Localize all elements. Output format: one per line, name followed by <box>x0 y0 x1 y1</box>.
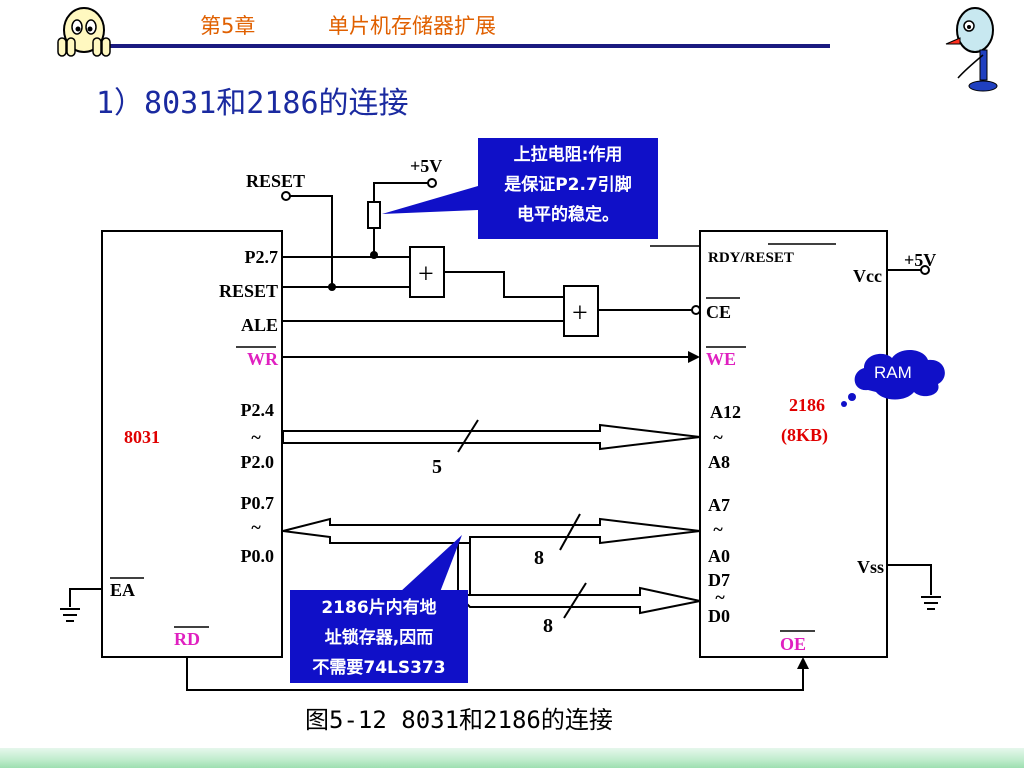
rd-oe-wire <box>186 657 804 691</box>
pin-p27: P2.7 <box>245 247 279 267</box>
rd-oe-arrowhead <box>797 657 809 669</box>
or-gate-1 <box>409 246 445 298</box>
pin-ale: ALE <box>241 315 278 335</box>
reset-top-label: RESET <box>246 171 305 191</box>
vss-wire <box>887 564 932 595</box>
pin-a8: A8 <box>708 452 730 472</box>
pullup-callout: 上拉电阻:作用 是保证P2.7引脚 电平的稳定。 <box>382 138 658 239</box>
junction-dot <box>328 283 336 291</box>
ground-symbol-icon <box>60 608 80 622</box>
callout-top-line3: 电平的稳定。 <box>517 204 619 225</box>
bottom-gradient-band <box>0 748 1024 768</box>
gate2-symbol: + <box>572 298 588 329</box>
address-bus-high-arrow <box>282 423 701 451</box>
pin-a0: A0 <box>708 546 730 566</box>
callout-bottom-line3: 不需要74LS373 <box>312 658 445 678</box>
callout-bottom-line1: 2186片内有地 <box>321 597 436 618</box>
chip-2186-size: (8KB) <box>781 425 828 446</box>
pin-vcc: Vcc <box>853 266 882 286</box>
data-bus-arrow <box>455 586 701 615</box>
vcc-top-wire <box>373 182 428 202</box>
ram-cloud: RAM <box>841 349 945 407</box>
pin-ea: EA <box>110 580 135 600</box>
chip-2186-body <box>699 230 888 658</box>
ram-label: RAM <box>874 363 912 382</box>
ea-wire <box>69 588 102 607</box>
pin-p24: P2.4 <box>241 400 275 420</box>
pin-a12: A12 <box>710 402 741 422</box>
bus-slash <box>559 513 581 551</box>
pin-reset: RESET <box>219 281 278 301</box>
callout-bottom-line2: 址锁存器,因而 <box>325 627 433 648</box>
vcc-right-terminal <box>920 265 930 275</box>
gate1-output-wire <box>444 271 564 298</box>
pin-rd: RD <box>174 629 200 649</box>
ground-symbol-icon <box>921 596 941 610</box>
pin-p07: P0.7 <box>241 493 275 513</box>
pin-we: WE <box>706 349 736 369</box>
chapter-label: 第5章 <box>200 14 256 38</box>
vcc-top-terminal <box>427 178 437 188</box>
pin-oe: OE <box>780 634 806 654</box>
figure-caption: 图5-12 8031和2186的连接 <box>305 706 613 734</box>
reset-terminal <box>281 191 291 201</box>
address-bus-low-arrow <box>282 517 701 545</box>
pin-tilde: ~ <box>251 427 261 447</box>
bus-width-addr-low: 8 <box>534 547 544 569</box>
pin-p00: P0.0 <box>241 546 275 566</box>
pin-ce: CE <box>706 302 731 322</box>
header-rule <box>60 44 830 48</box>
bus-slash <box>457 419 479 453</box>
pin-vss: Vss <box>857 557 884 577</box>
pullup-resistor <box>367 201 381 229</box>
callout-top-line1: 上拉电阻:作用 <box>514 144 623 165</box>
pin-tilde: ~ <box>713 519 723 539</box>
reset-wire-top <box>290 195 333 287</box>
chapter-title: 单片机存储器扩展 <box>328 14 496 38</box>
pin-d7: D7 <box>708 570 730 590</box>
junction-dot <box>370 251 378 259</box>
chapter-header: 第5章 单片机存储器扩展 <box>200 10 620 44</box>
pin-wr: WR <box>247 349 279 369</box>
slide-title: 1）8031和2186的连接 <box>96 86 409 121</box>
plus5v-top-label: +5V <box>410 156 442 176</box>
latch-callout: 2186片内有地 址锁存器,因而 不需要74LS373 <box>290 535 468 683</box>
plus5v-right-label: +5V <box>904 250 936 270</box>
bus-width-data: 8 <box>543 615 553 637</box>
gate1-symbol: + <box>418 259 434 290</box>
ce-inversion-bubble <box>691 305 701 315</box>
wr-we-arrowhead <box>688 351 700 363</box>
bus-width-addr-high: 5 <box>432 456 442 478</box>
pin-tilde: ~ <box>251 517 261 537</box>
chip-8031-name: 8031 <box>124 427 160 447</box>
pin-tilde: ~ <box>713 427 723 447</box>
pin-a7: A7 <box>708 495 730 515</box>
pin-d0: D0 <box>708 606 730 626</box>
pin-p20: P2.0 <box>241 452 275 472</box>
pin-tilde: ~ <box>715 587 725 607</box>
chip-2186-name: 2186 <box>789 395 825 415</box>
callout-top-line2: 是保证P2.7引脚 <box>504 174 632 195</box>
pin-rdy-reset: RDY/RESET <box>708 250 794 266</box>
bus-slash <box>563 582 587 619</box>
